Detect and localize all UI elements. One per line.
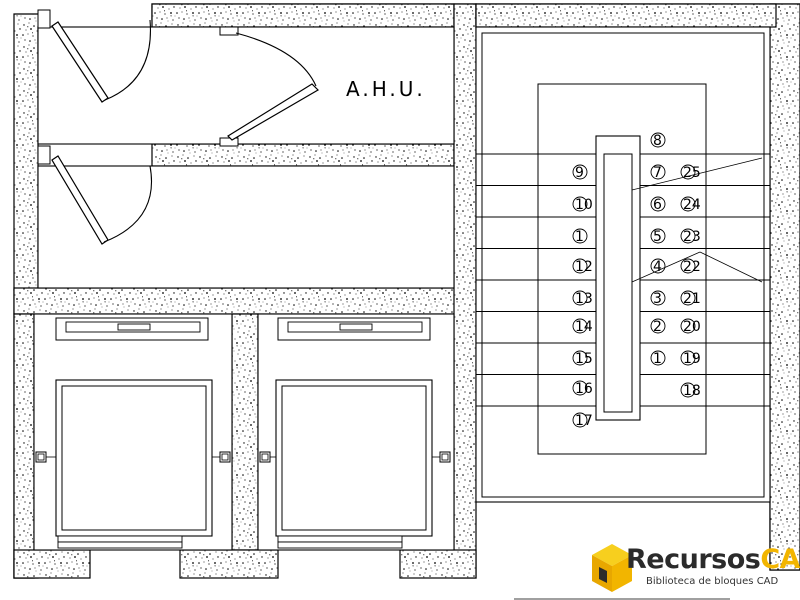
concrete-walls: [13, 3, 800, 579]
cube-logo-icon: [592, 544, 632, 592]
stair-step-circle: [572, 380, 588, 396]
door-lower-left: [51, 155, 153, 245]
stair-step-circle: [680, 196, 696, 212]
stair-step-number: 8: [653, 133, 662, 149]
stair-step-circle: [680, 258, 696, 274]
stair-step-number: 1: [575, 229, 584, 245]
stair-step-number: 15: [575, 351, 593, 367]
stair-step-circle: [572, 164, 588, 180]
stair-step-circle: [650, 196, 666, 212]
stair-step-number: 18: [683, 383, 701, 399]
stair-step-number: 4: [653, 259, 662, 275]
stair-step-number: 17: [575, 413, 593, 429]
stair-step-number: 22: [683, 259, 701, 275]
stair-step-circle: [572, 318, 588, 334]
stair-step-number: 20: [683, 319, 701, 335]
stair-step-number: 3: [653, 291, 662, 307]
stair-step-number: 1: [653, 351, 662, 367]
stair-step-circle: [650, 164, 666, 180]
stair-step-number: 25: [683, 165, 701, 181]
ahu-rooms: [37, 9, 455, 289]
stair-step-circle: [680, 382, 696, 398]
stair-step-circle: [572, 196, 588, 212]
stair-step-circle: [650, 350, 666, 366]
stair-step-circle: [680, 318, 696, 334]
door-upper-left: [51, 19, 152, 103]
stair-step-number: 9: [575, 165, 584, 181]
stair-step-number: 16: [575, 381, 593, 397]
stair-cut-line-upper: [631, 157, 763, 191]
stair-step-circle: [650, 228, 666, 244]
stair-step-number: 12: [575, 259, 593, 275]
stair-step-number: 7: [653, 165, 662, 181]
stair-step-circle: [650, 258, 666, 274]
stair-step-number: 6: [653, 197, 662, 213]
elevator-shaft-right: [257, 313, 455, 551]
ahu-room-label: A.H.U.: [346, 77, 426, 101]
stair-cut-line-lower: [631, 251, 701, 283]
stair-step-circle: [572, 350, 588, 366]
elevator-shaft-left: [33, 313, 233, 551]
stair-step-number: 2: [653, 319, 662, 335]
recursoscad-logo: RecursosCAD Biblioteca de bloques CAD: [590, 542, 800, 598]
stair-step-circle: [572, 258, 588, 274]
stair-step-number: 21: [683, 291, 701, 307]
stair-step-number: 24: [683, 197, 701, 213]
stair-step-number: 10: [575, 197, 593, 213]
stair-step-circle: [650, 290, 666, 306]
logo-tagline: Biblioteca de bloques CAD: [646, 576, 779, 587]
stair-step-circle: [650, 132, 666, 148]
stair-step-number: 5: [653, 229, 662, 245]
stair-step-number: 23: [683, 229, 701, 245]
stair-step-circle: [680, 164, 696, 180]
stair-step-circle: [680, 290, 696, 306]
stair-step-number: 19: [683, 351, 701, 367]
stair-step-number: 14: [575, 319, 593, 335]
logo-brand: RecursosCAD: [626, 544, 800, 575]
stair-step-circle: [572, 412, 588, 428]
stair-step-circle: [680, 350, 696, 366]
stair-step-circle: [572, 290, 588, 306]
stair-step-circle: [650, 318, 666, 334]
door-ahu-double: [219, 26, 319, 147]
stair-step-number: 13: [575, 291, 593, 307]
stair-step-circle: [572, 228, 588, 244]
stair-step-circle: [680, 228, 696, 244]
